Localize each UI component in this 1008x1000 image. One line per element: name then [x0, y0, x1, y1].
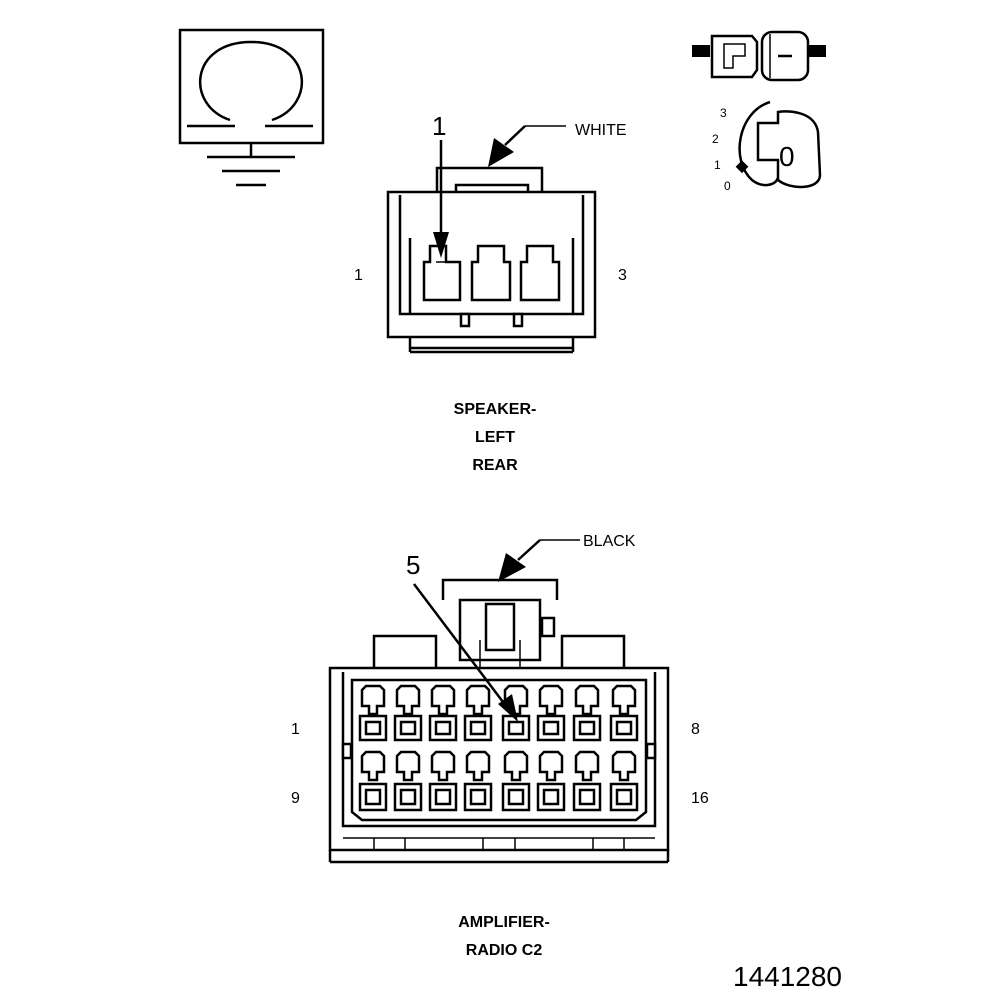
- amplifier-callout: 5: [406, 550, 420, 580]
- ignition-position-2: 2: [712, 132, 719, 146]
- ignition-position-3: 3: [720, 106, 727, 120]
- speaker-connector: 1 WHITE 1 3 SPEAKER- LEFT REAR: [354, 111, 627, 474]
- amplifier-color-label: BLACK: [583, 533, 636, 550]
- speaker-title-line-3: REAR: [472, 457, 518, 474]
- ignition-position-0: 0: [724, 179, 731, 193]
- amplifier-title-line-2: RADIO C2: [466, 942, 543, 959]
- speaker-pin-left: 1: [354, 267, 363, 284]
- speaker-color-label: WHITE: [575, 122, 627, 139]
- amplifier-pin-bottom-left: 9: [291, 790, 300, 807]
- amplifier-pin-top-right: 8: [691, 721, 700, 738]
- ignition-key-icon: 0 3 2 1 0: [712, 100, 822, 193]
- ignition-key-label: 0: [779, 141, 795, 172]
- cavity-row-bottom: [358, 750, 639, 812]
- cavity-row-top: [358, 684, 639, 742]
- amplifier-pin-top-left: 1: [291, 721, 300, 738]
- amplifier-title-line-1: AMPLIFIER-: [458, 914, 550, 931]
- figure-number: 1441280: [733, 961, 842, 992]
- speaker-pin-right: 3: [618, 267, 627, 284]
- ohm-ground-symbol-icon: [178, 28, 325, 187]
- amplifier-pin-bottom-right: 16: [691, 790, 709, 807]
- speaker-callout: 1: [432, 111, 446, 141]
- fuse-connector-icon: [692, 30, 826, 82]
- amplifier-connector: 5 BLACK 1 8 9 16 AMPLIFIER- RADIO C2: [291, 533, 709, 959]
- ignition-position-1: 1: [714, 158, 721, 172]
- speaker-title-line-2: LEFT: [475, 429, 515, 446]
- speaker-title-line-1: SPEAKER-: [454, 401, 537, 418]
